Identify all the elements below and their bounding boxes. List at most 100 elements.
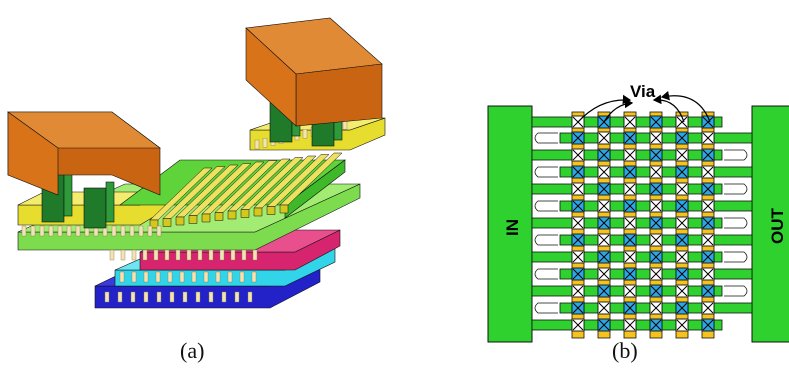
via-cross-icon (623, 301, 637, 315)
via-cross-icon (675, 318, 689, 332)
via-cross-icon (649, 301, 663, 315)
via-cross-icon (701, 267, 715, 281)
via-cross-icon (571, 318, 585, 332)
via-stud (109, 249, 115, 261)
via-stud (156, 291, 162, 303)
via-cross-icon (649, 318, 663, 332)
via-stud (142, 249, 148, 261)
via-cross-icon (701, 165, 715, 179)
via-cross-icon (649, 284, 663, 298)
via-stud (247, 291, 253, 303)
via-cross-icon (623, 131, 637, 145)
out-label: OUT (768, 208, 787, 245)
finger-return (724, 149, 748, 161)
yellow-fin-face (214, 212, 224, 221)
yellow-fin-face (175, 216, 185, 226)
via-cross-icon (649, 148, 663, 162)
via-cross-icon (571, 165, 585, 179)
panel-a-3d-structure (7, 17, 386, 309)
via-cross-icon (649, 216, 663, 230)
via-cross-icon (675, 233, 689, 247)
via-cross-icon (649, 250, 663, 264)
yellow-fin-face (227, 210, 237, 220)
via-cross-icon (675, 165, 689, 179)
via-cross-icon (571, 267, 585, 281)
via-cross-icon (571, 233, 585, 247)
finger-return (534, 268, 558, 280)
via-cross-icon (597, 148, 611, 162)
via-stud (234, 291, 240, 303)
via-stud (119, 271, 125, 283)
via-stud (143, 291, 149, 303)
via-cross-icon (623, 233, 637, 247)
via-stud (143, 271, 149, 283)
via-cross-icon (701, 301, 715, 315)
via-cross-icon (571, 301, 585, 315)
via-stud (120, 249, 126, 261)
in-label: IN (503, 219, 522, 236)
via-cross-icon (623, 199, 637, 213)
via-cross-icon (597, 233, 611, 247)
curved-arrow-icon (577, 90, 711, 123)
via-cross-icon (597, 318, 611, 332)
caption-b: (b) (612, 338, 638, 363)
via-stud (197, 249, 203, 261)
via-cross-icon (597, 199, 611, 213)
via-cross-icon (701, 233, 715, 247)
via-stud (138, 225, 144, 237)
via-cross-icon (649, 115, 663, 129)
via-cross-icon (675, 267, 689, 281)
finger-return (534, 302, 558, 314)
via-cross-icon (675, 284, 689, 298)
via-cross-icon (701, 250, 715, 264)
via-stud (66, 225, 72, 237)
orange-block-right (245, 17, 383, 127)
via-stud (208, 249, 214, 261)
via-stud (117, 291, 123, 303)
finger-return (724, 183, 748, 195)
via-cross-icon (701, 199, 715, 213)
via-cross-icon (675, 216, 689, 230)
in-pad (487, 105, 533, 343)
via-markers (571, 115, 715, 332)
via-stud (179, 271, 185, 283)
via-cross-icon (623, 250, 637, 264)
via-stud (175, 249, 181, 261)
via-cross-icon (623, 284, 637, 298)
via-cross-icon (597, 284, 611, 298)
via-stud (254, 139, 260, 150)
via-stud (208, 291, 214, 303)
finger-return (724, 251, 748, 263)
via-cross-icon (675, 250, 689, 264)
via-stud (241, 249, 247, 261)
via-cross-icon (701, 115, 715, 129)
via-cross-icon (597, 250, 611, 264)
via-cross-icon (701, 182, 715, 196)
via-stud (251, 271, 257, 283)
finger-return (534, 132, 558, 144)
via-cross-icon (597, 165, 611, 179)
finger-return (534, 234, 558, 246)
via-stud (164, 249, 170, 261)
via-cross-icon (649, 131, 663, 145)
via-stud (30, 225, 36, 237)
via-stud (167, 271, 173, 283)
orange-block-left (7, 111, 161, 196)
via-cross-icon (623, 216, 637, 230)
via-stud (153, 249, 159, 261)
via-stud (147, 225, 153, 237)
via-cross-icon (597, 301, 611, 315)
via-cross-icon (623, 165, 637, 179)
via-cross-icon (649, 199, 663, 213)
caption-a: (a) (180, 338, 205, 363)
via-cross-icon (623, 115, 637, 129)
via-stud (39, 225, 45, 237)
via-cross-icon (649, 267, 663, 281)
yellow-fin-face (253, 207, 263, 217)
via-cross-icon (675, 131, 689, 145)
out-pad (751, 105, 789, 343)
via-stud (239, 271, 245, 283)
via-cross-icon (701, 148, 715, 162)
finger-return (534, 166, 558, 178)
via-cross-icon (571, 216, 585, 230)
